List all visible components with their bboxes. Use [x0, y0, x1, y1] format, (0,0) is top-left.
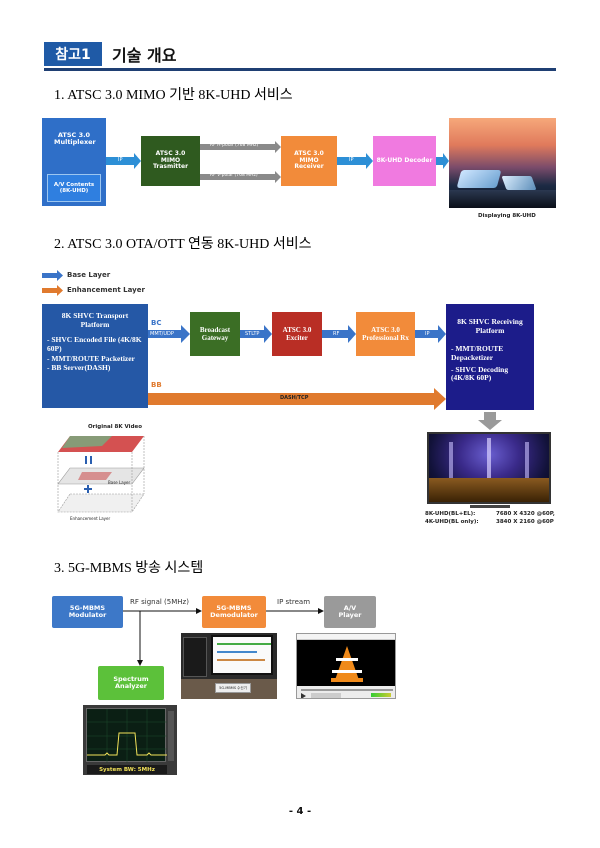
- spectrum-trace: [87, 709, 167, 763]
- ip2-label: IP: [349, 157, 354, 163]
- ip1-label: IP: [118, 157, 123, 163]
- exciter-box: ATSC 3.0 Exciter: [272, 312, 322, 356]
- enh-layer-illus-label: Enhancement Layer: [70, 516, 111, 521]
- mbms-demodulator-box: 5G-MBMS Demodulator: [202, 596, 266, 628]
- header-title-text: 기술 개요: [112, 46, 177, 65]
- spec1-label: 8K-UHD(BL+EL):: [425, 511, 476, 517]
- display-8k-image: [449, 118, 556, 208]
- mbms-modulator-box: 5G-MBMS Modulator: [52, 596, 123, 628]
- section3-title: 3. 5G-MBMS 방송 시스템: [54, 561, 204, 576]
- tv-display-image: [427, 432, 551, 504]
- decoder-box: 8K-UHD Decoder: [373, 136, 436, 186]
- vlc-cone-icon: [335, 646, 359, 680]
- bc-label: BC: [151, 319, 162, 327]
- transport-item: - SHVC Encoded File (4K/8K 60P): [47, 335, 142, 353]
- dash-tcp-label: DASH/TCP: [280, 395, 309, 401]
- header-badge-text: 참고1: [55, 47, 91, 63]
- page-number: - 4 -: [288, 806, 312, 817]
- transmitter-label: ATSC 3.0 MIMO Trasmitter: [152, 149, 189, 171]
- base-layer-illus-label: Base Layer: [108, 480, 131, 485]
- exciter-label: ATSC 3.0 Exciter: [282, 325, 312, 342]
- section2-title: 2. ATSC 3.0 OTA/OTT 연동 8K-UHD 서비스: [54, 237, 312, 252]
- stltp-label: STLTP: [245, 331, 260, 337]
- mmt-udp-label: MMT/UDP: [150, 331, 174, 337]
- legend-base-label: Base Layer: [67, 271, 111, 279]
- professional-rx-box: ATSC 3.0 Professional Rx: [356, 312, 415, 356]
- receiving-item: - SHVC Decoding (4K/8K 60P): [451, 364, 509, 383]
- rf-label: RF: [333, 331, 340, 337]
- vlc-player-screenshot: [296, 633, 396, 699]
- decoder-label: 8K-UHD Decoder: [376, 156, 433, 164]
- av-player-box: A/V Player: [324, 596, 376, 628]
- spec1-value: 7680 X 4320 @60P,: [496, 511, 555, 517]
- rf-h-label: RF H-polar (768 MHz): [210, 143, 259, 148]
- spec2-label: 4K-UHD(BL only):: [425, 519, 479, 525]
- demodulator-photo: 5G-MBMS 수신기: [181, 633, 277, 699]
- receiver-box: ATSC 3.0 MIMO Receiver: [281, 136, 337, 186]
- receiver-label: ATSC 3.0 MIMO Receiver: [294, 149, 324, 171]
- header-rule: [44, 68, 556, 71]
- spectrum-analyzer-box: Spectrum Analyzer: [98, 666, 164, 700]
- transport-item: - BB Server(DASH): [47, 363, 111, 373]
- original-video-label: Original 8K Video: [88, 424, 143, 430]
- transport-title: 8K SHVC Transport Platform: [61, 311, 129, 329]
- bb-label: BB: [151, 381, 162, 389]
- transmitter-box: ATSC 3.0 MIMO Trasmitter: [141, 136, 200, 186]
- ip-label: IP: [425, 331, 430, 337]
- receiving-item: - MMT/ROUTE Depacketizer: [451, 344, 504, 362]
- av-contents-label: A/V Contents (8K-UHD): [53, 181, 95, 194]
- spectrum-analyzer-photo: System BW: 5MHz: [83, 705, 177, 775]
- modulator-label: 5G-MBMS Modulator: [68, 603, 107, 619]
- layered-video-illustration: [52, 432, 148, 522]
- header-badge: 참고1: [44, 42, 102, 66]
- demod-screen-label: 5G-MBMS 수신기: [219, 685, 247, 690]
- av-contents-box: A/V Contents (8K-UHD): [47, 174, 101, 202]
- analyzer-label: Spectrum Analyzer: [113, 674, 149, 690]
- gateway-label: Broadcast Gateway: [199, 325, 231, 342]
- system-bw-label: System BW: 5MHz: [99, 766, 155, 773]
- legend-enh-label: Enhancement Layer: [67, 286, 145, 294]
- ip-stream-label: IP stream: [277, 598, 311, 606]
- play-icon[interactable]: [301, 693, 306, 698]
- professional-label: ATSC 3.0 Professional Rx: [362, 325, 409, 342]
- rf-signal-label: RF signal (5MHz): [130, 598, 189, 606]
- tv-stand: [470, 505, 510, 508]
- header-title: 기술 개요: [112, 42, 176, 66]
- transport-platform-box: 8K SHVC Transport Platform - SHVC Encode…: [42, 304, 148, 408]
- display-caption: Displaying 8K-UHD: [478, 213, 536, 219]
- layer-planes: [57, 436, 145, 513]
- receiving-title: 8K SHVC Receiving Platform: [457, 317, 523, 335]
- spec2-value: 3840 X 2160 @60P: [496, 519, 554, 525]
- multiplexer-label: ATSC 3.0 Multiplexer: [54, 131, 96, 147]
- broadcast-gateway-box: Broadcast Gateway: [190, 312, 240, 356]
- player-label: A/V Player: [338, 603, 362, 619]
- rf-v-label: RF V-polar (768 MHz): [210, 173, 258, 178]
- demodulator-label: 5G-MBMS Demodulator: [210, 603, 258, 619]
- receiving-platform-box: 8K SHVC Receiving Platform - MMT/ROUTE D…: [446, 304, 534, 410]
- transport-item: - MMT/ROUTE Packetizer: [47, 353, 135, 363]
- section1-title: 1. ATSC 3.0 MIMO 기반 8K-UHD 서비스: [54, 88, 293, 103]
